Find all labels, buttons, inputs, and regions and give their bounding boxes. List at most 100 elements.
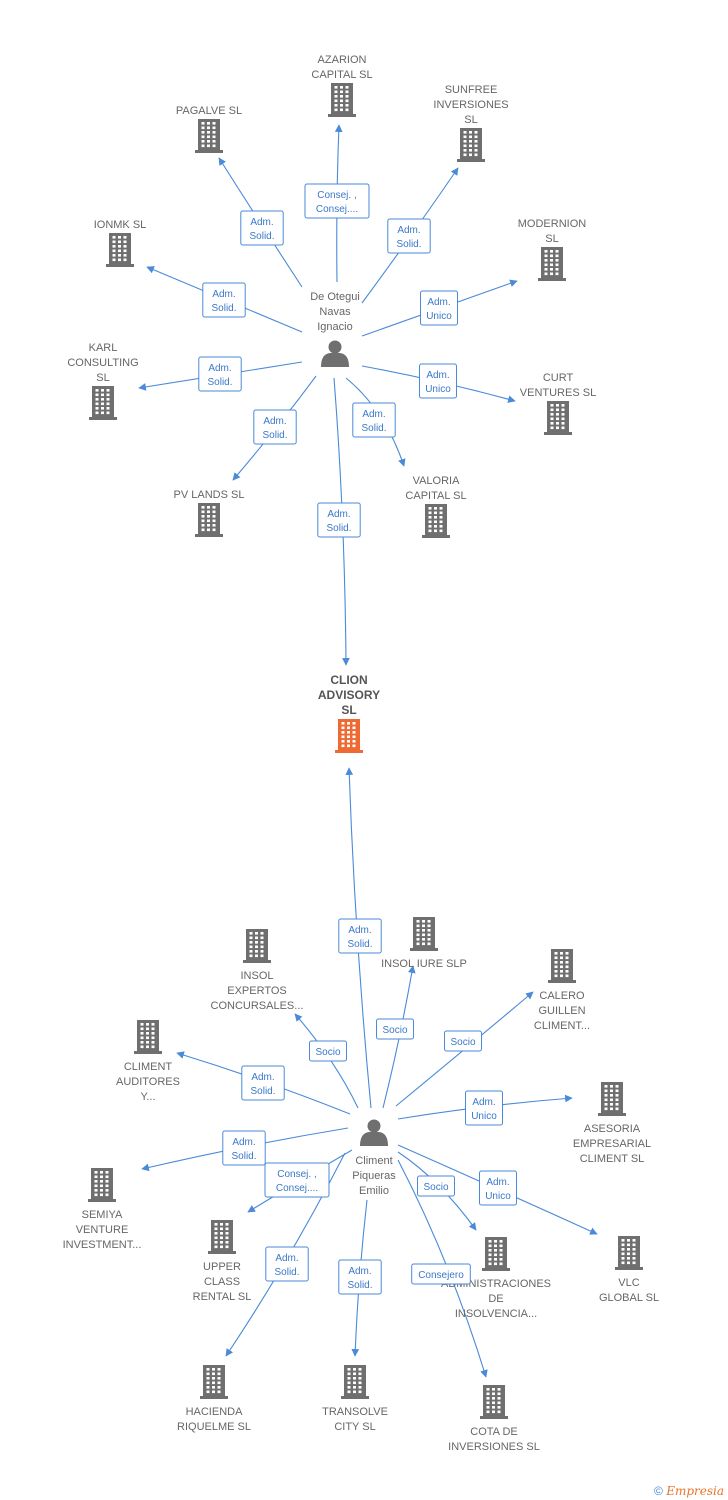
- building-icon[interactable]: [341, 1365, 369, 1399]
- building-icon[interactable]: [335, 719, 363, 753]
- edge-label-text: Consej....: [316, 204, 358, 215]
- building-icon[interactable]: [422, 504, 450, 538]
- edge-label-text: Adm.: [327, 509, 350, 520]
- edge-label-p1-pvlands[interactable]: Adm.Solid.: [253, 409, 297, 445]
- edge-label-p2-vlc[interactable]: Adm. Unico: [479, 1170, 517, 1206]
- building-icon[interactable]: [195, 119, 223, 153]
- building-icon[interactable]: [598, 1082, 626, 1116]
- node-label: Y...: [140, 1091, 155, 1103]
- node-label: ADVISORY: [318, 688, 380, 702]
- node-semiya[interactable]: SEMIYAVENTUREINVESTMENT...: [63, 1168, 142, 1251]
- person-icon[interactable]: [321, 340, 349, 368]
- node-auditores[interactable]: CLIMENTAUDITORESY...: [116, 1020, 180, 1103]
- building-icon[interactable]: [208, 1220, 236, 1254]
- edge-label-text: Consej. ,: [277, 1169, 316, 1180]
- building-icon[interactable]: [106, 233, 134, 267]
- building-icon[interactable]: [457, 128, 485, 162]
- node-label: AZARION: [318, 54, 367, 66]
- edge-label-text: Solid.: [326, 523, 351, 534]
- edge-label-p1-valoria[interactable]: Adm.Solid.: [352, 402, 396, 438]
- edge-label-text: Adm.: [426, 370, 449, 381]
- edge-label-p1-modernion[interactable]: Adm.Unico: [420, 290, 458, 326]
- node-label: AUDITORES: [116, 1076, 180, 1088]
- edge-label-p1-sunfree[interactable]: Adm.Solid.: [387, 218, 431, 254]
- edge-label-text: Solid.: [347, 939, 372, 950]
- building-icon[interactable]: [482, 1237, 510, 1271]
- building-icon[interactable]: [615, 1236, 643, 1270]
- building-icon[interactable]: [410, 917, 438, 951]
- footer: © Empresia: [654, 1484, 724, 1498]
- edge-label-p2-auditores[interactable]: Adm.Solid.: [241, 1065, 285, 1101]
- building-icon[interactable]: [548, 949, 576, 983]
- person-icon[interactable]: [360, 1119, 388, 1147]
- edge-label-text: Adm.: [486, 1177, 509, 1188]
- edge-label-text: Unico: [425, 384, 451, 395]
- edge-label-text: Unico: [426, 311, 452, 322]
- edge-label-p2-upper[interactable]: Consej. ,Consej....: [264, 1162, 330, 1198]
- edge-label-p1-karl[interactable]: Adm.Solid.: [198, 356, 242, 392]
- building-icon[interactable]: [195, 503, 223, 537]
- edge-label-p2-insolexp[interactable]: Socio: [309, 1040, 347, 1062]
- edge-label-text: Solid.: [361, 423, 386, 434]
- edge-labels-layer: Consej. , Consej.... Adm. Solid. Adm. Solid. A…: [198, 183, 517, 1295]
- node-label: KARL: [89, 342, 118, 354]
- node-pvlands[interactable]: PV LANDS SL: [174, 489, 245, 537]
- node-label: PAGALVE SL: [176, 105, 242, 117]
- building-icon[interactable]: [480, 1385, 508, 1419]
- building-icon[interactable]: [544, 401, 572, 435]
- edge-label-p2-insoliure[interactable]: Socio: [376, 1018, 414, 1040]
- edge-label-p1-ionmk[interactable]: Adm.Solid.: [202, 282, 246, 318]
- edge-label-text: Solid.: [262, 430, 287, 441]
- building-icon[interactable]: [538, 247, 566, 281]
- node-label: CAPITAL SL: [405, 490, 466, 502]
- node-ionmk[interactable]: IONMK SL: [94, 219, 147, 267]
- building-icon[interactable]: [89, 386, 117, 420]
- edge-label-text: Adm.: [250, 217, 273, 228]
- building-icon[interactable]: [134, 1020, 162, 1054]
- edge-label-p2-hacienda[interactable]: Adm.Solid.: [265, 1246, 309, 1282]
- brand-logo[interactable]: Empresia: [666, 1484, 724, 1498]
- edge-label-p2-asesoria[interactable]: Adm.Unico: [465, 1090, 503, 1126]
- edge-label-p2-cota[interactable]: Consejero: [411, 1263, 471, 1285]
- node-label: MODERNION: [518, 218, 587, 230]
- building-icon[interactable]: [243, 929, 271, 963]
- building-icon[interactable]: [328, 83, 356, 117]
- building-icon[interactable]: [200, 1365, 228, 1399]
- node-insoliure[interactable]: INSOL IURE SLP: [381, 917, 467, 970]
- edge-label-p2-focus[interactable]: Adm.Solid.: [338, 918, 382, 954]
- node-pagalve[interactable]: PAGALVE SL: [176, 105, 242, 153]
- edge-label-p2-admin[interactable]: Socio: [417, 1175, 455, 1197]
- edge-label-p1-pagalve[interactable]: Adm.Solid.: [240, 210, 284, 246]
- node-label: ASESORIA: [584, 1123, 641, 1135]
- edge-label-p2-transolve[interactable]: Adm.Solid.: [338, 1259, 382, 1295]
- node-calero[interactable]: CALEROGUILLENCLIMENT...: [534, 949, 590, 1032]
- node-label: INVESTMENT...: [63, 1239, 142, 1251]
- edge-label-p2-semiya[interactable]: Adm.Solid.: [222, 1130, 266, 1166]
- edge-label-text: Solid.: [231, 1151, 256, 1162]
- edge-label-p1-focus[interactable]: Adm. Solid.: [317, 502, 361, 538]
- node-label: UPPER: [203, 1261, 241, 1273]
- building-icon[interactable]: [88, 1168, 116, 1202]
- edge-label-p1-curt[interactable]: Adm. Unico: [419, 363, 457, 399]
- node-insolexp[interactable]: INSOLEXPERTOSCONCURSALES...: [211, 929, 304, 1012]
- edge-label-text: Consej. ,: [317, 190, 356, 201]
- edge-label-text: Unico: [485, 1191, 511, 1202]
- edge-label-p2-calero[interactable]: Socio: [444, 1030, 482, 1052]
- node-label: CONCURSALES...: [211, 1000, 304, 1012]
- edge-label-p1-azarion[interactable]: Consej. , Consej....: [304, 183, 370, 219]
